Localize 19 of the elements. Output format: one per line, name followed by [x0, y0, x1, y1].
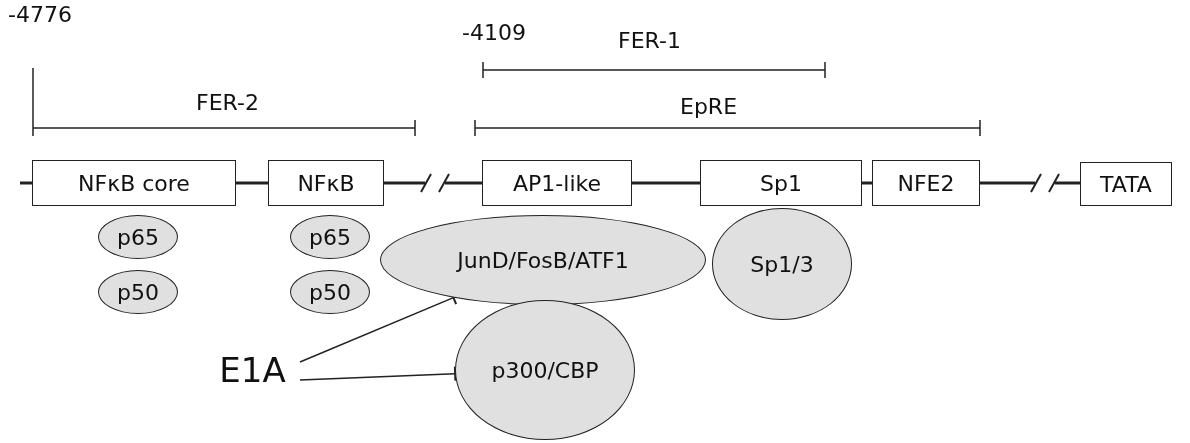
binding-site-box: NFκB core: [32, 160, 236, 206]
binding-site-box: Sp1: [700, 160, 862, 206]
binding-site-box: NFE2: [872, 160, 980, 206]
region-label: EpRE: [680, 94, 738, 119]
region-label: FER-2: [196, 90, 259, 115]
region-label: FER-1: [618, 28, 681, 53]
protein-ellipse: p65: [98, 215, 178, 259]
position-label: -4109: [462, 20, 526, 45]
binding-site-box: AP1-like: [482, 160, 632, 206]
protein-ellipse: p50: [98, 270, 178, 314]
position-label: -4776: [8, 2, 72, 27]
protein-ellipse: JunD/FosB/ATF1: [380, 215, 706, 305]
binding-site-box: NFκB: [268, 160, 384, 206]
gene-label: E1A: [205, 345, 300, 395]
protein-ellipse: p300/CBP: [455, 300, 635, 440]
protein-ellipse: p65: [290, 215, 370, 259]
binding-site-box: TATA: [1080, 162, 1172, 206]
protein-ellipse: Sp1/3: [712, 208, 852, 320]
protein-ellipse: p50: [290, 270, 370, 314]
